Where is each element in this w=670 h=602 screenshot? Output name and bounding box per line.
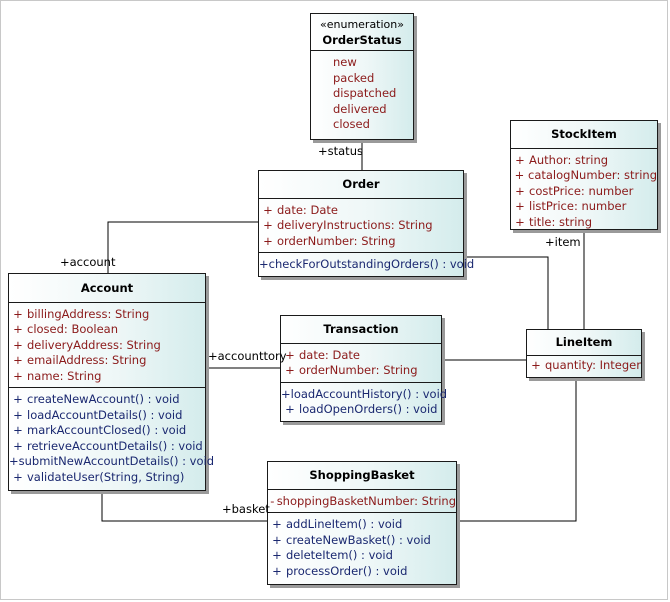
attributes-compartment: +quantity: Integer (527, 356, 641, 376)
attributes-compartment: +Author: string +catalogNumber: string +… (511, 149, 657, 234)
enum-literal: closed (333, 117, 370, 131)
enum-literal: new (333, 55, 357, 69)
attribute-row: +listPrice: number (515, 199, 627, 213)
enum-literal: delivered (333, 101, 387, 116)
operations-compartment: +loadAccountHistory() : void +loadOpenOr… (281, 383, 448, 421)
assoc-account-basket (101, 491, 267, 522)
operation-row: +processOrder() : void (272, 563, 408, 578)
operations-compartment: +addLineItem() : void +createNewBasket()… (268, 513, 456, 582)
attribute-row: +deliveryInstructions: String (263, 218, 433, 232)
attribute-row: +deliveryAddress: String (13, 337, 161, 352)
class-name: Transaction (323, 322, 399, 336)
class-name: Order (342, 177, 380, 191)
operation-row: +loadAccountDetails() : void (13, 407, 183, 422)
class-shoppingbasket[interactable]: ShoppingBasket -shoppingBasketNumber: St… (267, 461, 457, 585)
operation-row: +checkForOutstandingOrders() : void (259, 257, 475, 271)
attribute-row: +date: Date (285, 347, 360, 362)
class-order[interactable]: Order +date: Date +deliveryInstructions:… (258, 170, 475, 277)
role-label-status: +status (318, 144, 363, 158)
class-name: Account (80, 281, 134, 295)
class-orderstatus[interactable]: «enumeration» OrderStatus new packed dis… (310, 13, 414, 140)
role-label-account: +account (60, 255, 116, 269)
attribute-row: +billingAddress: String (13, 306, 150, 321)
operation-row: +markAccountClosed() : void (13, 423, 187, 437)
enum-literal: dispatched (333, 86, 397, 100)
operation-row: +deleteItem() : void (272, 548, 393, 562)
attribute-row: +quantity: Integer (531, 357, 641, 372)
class-name: OrderStatus (322, 32, 402, 47)
attribute-row: +emailAddress: String (13, 353, 147, 367)
operation-row: +loadOpenOrders() : void (285, 402, 438, 416)
operation-row: +addLineItem() : void (272, 517, 403, 531)
attributes-compartment: -shoppingBasketNumber: String (268, 490, 456, 513)
enum-literal: packed (333, 70, 375, 85)
role-label-item: +item (545, 235, 581, 249)
assoc-order-lineitem (464, 256, 549, 329)
attribute-row: +orderNumber: String (263, 233, 396, 248)
operation-row: +createNewAccount() : void (13, 392, 180, 406)
class-header: LineItem (527, 330, 641, 356)
class-name: LineItem (555, 335, 613, 349)
role-label-accounttory: +accounttory (208, 349, 287, 363)
stereotype-label: «enumeration» (320, 18, 404, 31)
operation-row: +retrieveAccountDetails() : void (13, 438, 203, 453)
attributes-compartment: +date: Date +deliveryInstructions: Strin… (259, 199, 463, 253)
role-label-basket: +basket (222, 502, 270, 516)
class-transaction[interactable]: Transaction +date: Date +orderNumber: St… (280, 315, 448, 422)
class-account[interactable]: Account +billingAddress: String +closed:… (8, 273, 215, 491)
operation-row: +validateUser(String, String) (13, 469, 185, 484)
operations-compartment: +createNewAccount() : void +loadAccountD… (9, 388, 215, 488)
class-header: Account (9, 274, 205, 303)
class-stockitem[interactable]: StockItem +Author: string +catalogNumber… (510, 120, 658, 230)
attribute-row: +orderNumber: String (285, 363, 418, 377)
class-name: StockItem (551, 127, 617, 141)
attribute-row: +title: string (515, 214, 593, 229)
class-header: StockItem (511, 121, 657, 149)
class-name: ShoppingBasket (309, 468, 415, 482)
attribute-row: +Author: string (515, 152, 609, 167)
literals-compartment: new packed dispatched delivered closed (311, 51, 413, 136)
operation-row: +createNewBasket() : void (272, 532, 431, 547)
operation-row: +submitNewAccountDetails() : void (9, 454, 215, 468)
operations-compartment: +checkForOutstandingOrders() : void (259, 253, 475, 276)
attribute-row: +costPrice: number (515, 183, 634, 198)
class-header: ShoppingBasket (268, 462, 456, 490)
operation-row: +loadAccountHistory() : void (281, 386, 448, 401)
assoc-account-order (107, 221, 258, 273)
class-header: Transaction (281, 316, 441, 344)
attribute-row: +date: Date (263, 202, 338, 217)
class-header: «enumeration» OrderStatus (311, 14, 413, 51)
attributes-compartment: +date: Date +orderNumber: String (281, 344, 441, 383)
attributes-compartment: +billingAddress: String +closed: Boolean… (9, 303, 205, 388)
class-header: Order (259, 171, 463, 199)
attribute-row: +closed: Boolean (13, 322, 119, 336)
class-lineitem[interactable]: LineItem +quantity: Integer (526, 329, 642, 378)
attribute-row: +name: String (13, 368, 102, 383)
attribute-row: -shoppingBasketNumber: String (270, 493, 456, 508)
attribute-row: +catalogNumber: string (514, 168, 657, 182)
assoc-lineitem-basket (457, 378, 577, 522)
